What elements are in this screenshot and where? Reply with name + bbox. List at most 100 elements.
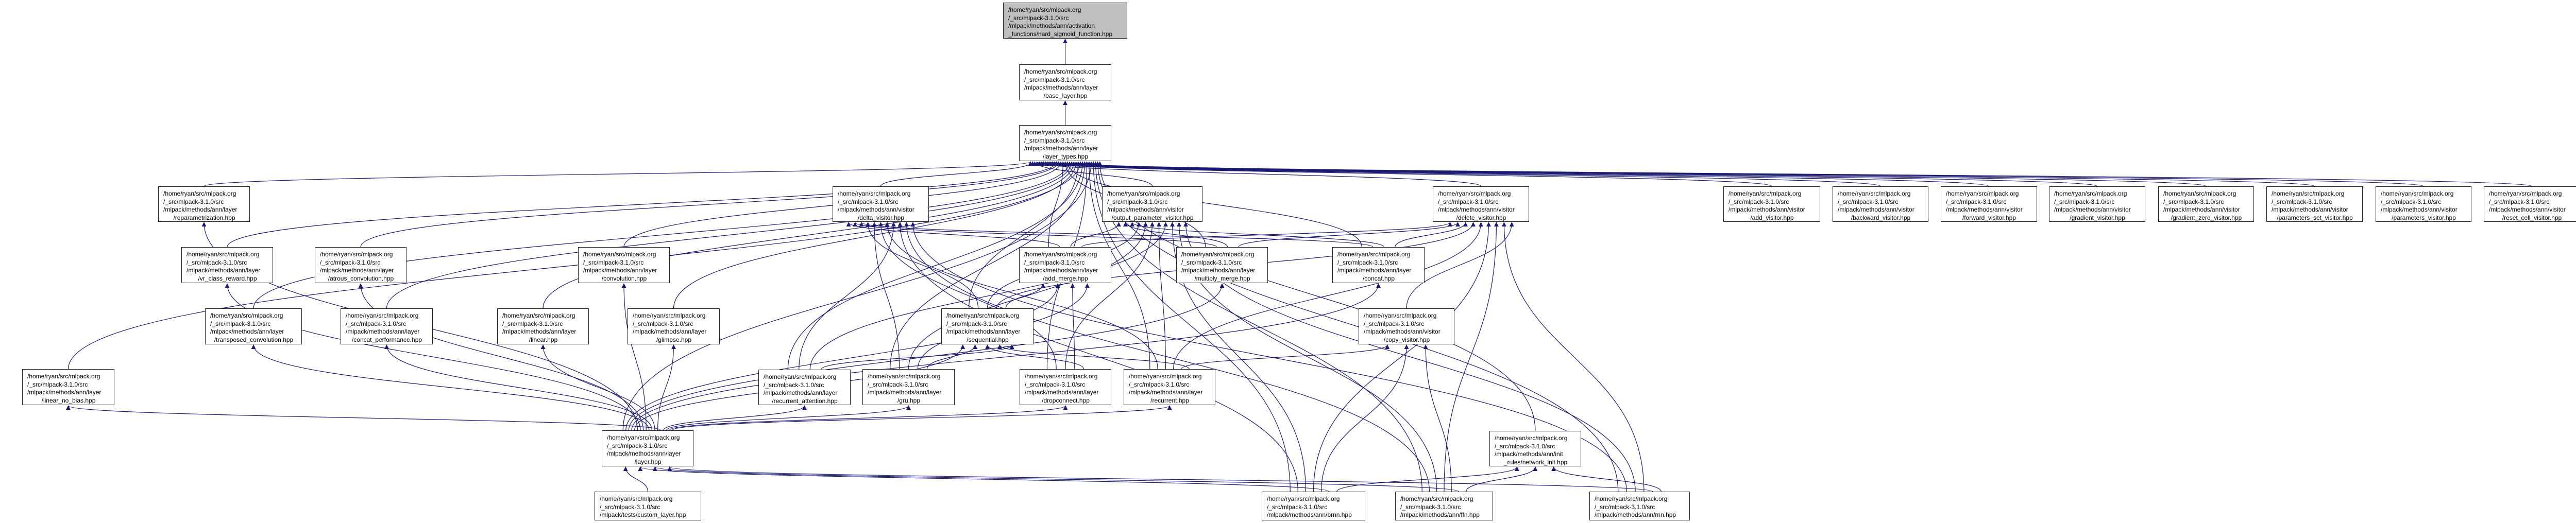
node-label-line: /mlpack/methods/ann/visitor: [2381, 206, 2458, 213]
node-label-line: _rules/network_init.hpp: [1503, 458, 1568, 466]
node-label-line: /home/ryan/src/mlpack.org: [2489, 190, 2562, 197]
graph-node-recur[interactable]: /home/ryan/src/mlpack.org/_src/mlpack-3.…: [1124, 369, 1215, 405]
graph-node-delv[interactable]: /home/ryan/src/mlpack.org/_src/mlpack-3.…: [1433, 186, 1529, 222]
node-label-line: /home/ryan/src/mlpack.org: [1008, 6, 1081, 13]
edge-recur-to-opv: [1157, 222, 1166, 370]
node-label-line: /home/ryan/src/mlpack.org: [27, 373, 100, 380]
edge-gzv-to-lt: [1046, 161, 2207, 187]
graph-node-linear[interactable]: /home/ryan/src/mlpack.org/_src/mlpack-3.…: [497, 308, 589, 344]
graph-node-layer[interactable]: /home/ryan/src/mlpack.org/_src/mlpack-3.…: [602, 430, 693, 466]
graph-node-addv[interactable]: /home/ryan/src/mlpack.org/_src/mlpack-3.…: [1723, 186, 1820, 222]
node-label-line: /home/ryan/src/mlpack.org: [1181, 251, 1255, 258]
edge-psv-to-lt: [1048, 161, 2315, 187]
graph-node-fwdv[interactable]: /home/ryan/src/mlpack.org/_src/mlpack-3.…: [1941, 186, 2037, 222]
graph-node-brnn[interactable]: /home/ryan/src/mlpack.org/_src/mlpack-3.…: [1262, 492, 1365, 520]
graph-node-pv[interactable]: /home/ryan/src/mlpack.org/_src/mlpack-3.…: [2376, 186, 2471, 222]
node-label-line: /mlpack/methods/ann/visitor: [1838, 206, 1914, 213]
node-label-line: /mlpack/methods/ann/rnn.hpp: [1595, 511, 1676, 518]
edge-ratt-to-lt: [787, 161, 1085, 370]
graph-node-concat[interactable]: /home/ryan/src/mlpack.org/_src/mlpack-3.…: [1332, 247, 1425, 283]
node-label-line: /_src/mlpack-3.1.0/src: [163, 198, 224, 205]
node-label-line: /home/ryan/src/mlpack.org: [1267, 495, 1340, 502]
graph-node-ffn[interactable]: /home/ryan/src/mlpack.org/_src/mlpack-3.…: [1395, 492, 1493, 520]
edge-gradv-to-lt: [1043, 161, 2098, 187]
graph-node-seq[interactable]: /home/ryan/src/mlpack.org/_src/mlpack-3.…: [941, 308, 1033, 344]
graph-node-gru[interactable]: /home/ryan/src/mlpack.org/_src/mlpack-3.…: [862, 369, 955, 405]
node-label-line: /_src/mlpack-3.1.0/src: [320, 258, 381, 266]
edge-recur-to-delta: [885, 222, 1158, 370]
edge-recur-to-copyv: [1181, 344, 1390, 370]
edge-ffn-to-delta: [904, 222, 1430, 492]
node-label-line: /home/ryan/src/mlpack.org: [2381, 190, 2454, 197]
edge-dropc-to-delta: [878, 222, 1057, 370]
node-label-line: /mlpack/methods/ann/layer: [946, 328, 1021, 335]
edge-mulm-to-delta: [853, 222, 1217, 248]
graph-node-base[interactable]: /home/ryan/src/mlpack.org/_src/mlpack-3.…: [1019, 64, 1111, 100]
node-label-line: /mlpack/tests/custom_layer.hpp: [600, 511, 686, 518]
graph-node-lt[interactable]: /home/ryan/src/mlpack.org/_src/mlpack-3.…: [1019, 125, 1111, 161]
node-label-line: /_src/mlpack-3.1.0/src: [1495, 442, 1555, 450]
edge-layer-to-concat: [631, 283, 1381, 431]
edge-rnn-to-layer: [667, 466, 1653, 492]
graph-node-ratt[interactable]: /home/ryan/src/mlpack.org/_src/mlpack-3.…: [758, 370, 851, 405]
graph-node-opv[interactable]: /home/ryan/src/mlpack.org/_src/mlpack-3.…: [1102, 186, 1202, 222]
graph-node-conv[interactable]: /home/ryan/src/mlpack.org/_src/mlpack-3.…: [578, 247, 670, 283]
node-label-line: /_src/mlpack-3.1.0/src: [27, 380, 88, 388]
graph-node-ninit[interactable]: /home/ryan/src/mlpack.org/_src/mlpack-3.…: [1489, 431, 1581, 466]
graph-node-dropc[interactable]: /home/ryan/src/mlpack.org/_src/mlpack-3.…: [1020, 369, 1111, 405]
edge-seq-to-delta: [866, 222, 979, 309]
edge-recur-to-delv: [1173, 222, 1483, 370]
edge-rnn-to-delta: [910, 222, 1628, 492]
graph-node-custom[interactable]: /home/ryan/src/mlpack.org/_src/mlpack-3.…: [595, 492, 701, 520]
node-label-line: /mlpack/methods/ann/visitor: [1107, 206, 1184, 213]
node-label-line: /home/ryan/src/mlpack.org: [163, 190, 236, 197]
edge-dropc-to-seq: [985, 344, 1084, 370]
node-label-line: /mlpack/methods/ann/layer: [502, 328, 577, 335]
graph-node-backv[interactable]: /home/ryan/src/mlpack.org/_src/mlpack-3.…: [1833, 186, 1928, 222]
graph-node-lnb[interactable]: /home/ryan/src/mlpack.org/_src/mlpack-3.…: [22, 369, 114, 405]
edge-concp-to-lt: [386, 161, 1074, 309]
graph-node-repar[interactable]: /home/ryan/src/mlpack.org/_src/mlpack-3.…: [158, 186, 250, 222]
graph-node-atrous[interactable]: /home/ryan/src/mlpack.org/_src/mlpack-3.…: [315, 247, 406, 283]
node-label-line: /gru.hpp: [897, 396, 921, 404]
edge-lnb-to-lt: [67, 161, 1083, 370]
graph-node-transp[interactable]: /home/ryan/src/mlpack.org/_src/mlpack-3.…: [205, 308, 302, 344]
node-label-line: /glimpse.hpp: [656, 336, 692, 343]
node-label-line: /home/ryan/src/mlpack.org: [1129, 373, 1202, 380]
graph-node-mulm[interactable]: /home/ryan/src/mlpack.org/_src/mlpack-3.…: [1176, 247, 1268, 283]
node-label-line: /_src/mlpack-3.1.0/src: [210, 320, 271, 327]
graph-node-psv[interactable]: /home/ryan/src/mlpack.org/_src/mlpack-3.…: [2266, 186, 2363, 222]
graph-node-rnn[interactable]: /home/ryan/src/mlpack.org/_src/mlpack-3.…: [1589, 492, 1690, 520]
node-label-line: /home/ryan/src/mlpack.org: [1495, 434, 1568, 442]
node-label-line: /_src/mlpack-3.1.0/src: [1838, 198, 1899, 205]
graph-node-gzv[interactable]: /home/ryan/src/mlpack.org/_src/mlpack-3.…: [2158, 186, 2254, 222]
node-label-line: /mlpack/methods/ann/layer: [27, 389, 101, 396]
node-label-line: /mlpack/methods/ann/visitor: [1364, 328, 1440, 335]
graph-node-delta[interactable]: /home/ryan/src/mlpack.org/_src/mlpack-3.…: [833, 186, 929, 222]
node-label-line: /home/ryan/src/mlpack.org: [838, 190, 911, 197]
node-label-line: /mlpack/methods/ann/brnn.hpp: [1267, 511, 1352, 518]
node-label-line: /gradient_visitor.hpp: [2070, 214, 2125, 221]
node-label-line: /mlpack/methods/ann/layer: [1181, 267, 1256, 274]
edge-seq-to-lt: [969, 161, 1081, 309]
node-label-line: /reparametrization.hpp: [173, 214, 235, 221]
node-label-line: /_src/mlpack-3.1.0/src: [1946, 198, 2007, 205]
graph-node-rcv[interactable]: /home/ryan/src/mlpack.org/_src/mlpack-3.…: [2484, 186, 2576, 222]
graph-node-ht[interactable]: /home/ryan/src/mlpack.org/_src/mlpack-3.…: [1003, 3, 1127, 39]
edge-linear-to-lt: [543, 161, 1076, 309]
edge-brnn-to-copyv: [1320, 344, 1409, 492]
graph-node-vr[interactable]: /home/ryan/src/mlpack.org/_src/mlpack-3.…: [181, 247, 273, 283]
graph-node-gradv[interactable]: /home/ryan/src/mlpack.org/_src/mlpack-3.…: [2049, 186, 2145, 222]
edge-backv-to-lt: [1039, 161, 1881, 187]
graph-node-concp[interactable]: /home/ryan/src/mlpack.org/_src/mlpack-3.…: [341, 308, 433, 344]
node-label-line: /home/ryan/src/mlpack.org: [502, 312, 575, 319]
graph-node-addm[interactable]: /home/ryan/src/mlpack.org/_src/mlpack-3.…: [1019, 247, 1111, 283]
node-label-line: /_src/mlpack-3.1.0/src: [1025, 380, 1086, 388]
node-label-line: /recurrent_attention.hpp: [772, 397, 838, 405]
graph-node-glimpse[interactable]: /home/ryan/src/mlpack.org/_src/mlpack-3.…: [628, 308, 720, 344]
node-label-line: /_src/mlpack-3.1.0/src: [2272, 198, 2332, 205]
graph-node-copyv[interactable]: /home/ryan/src/mlpack.org/_src/mlpack-3.…: [1359, 308, 1454, 344]
edge-ffn-to-ninit: [1466, 466, 1538, 492]
